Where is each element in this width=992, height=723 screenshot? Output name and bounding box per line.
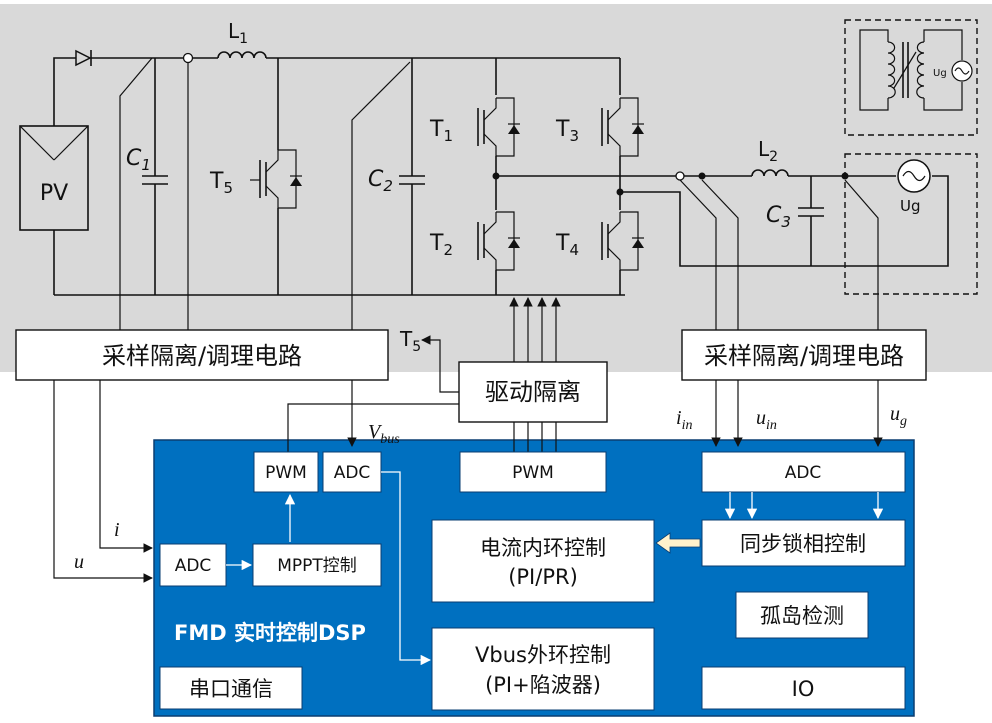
pv-label: PV — [40, 181, 68, 206]
transformer-ug-label: Ug — [933, 68, 947, 79]
switch-t5-symbol — [250, 149, 302, 209]
sampling-block-left — [15, 329, 389, 381]
current-loop-block — [431, 519, 655, 603]
drive-isolation-label: 驱动隔离 — [485, 378, 581, 406]
io-label: IO — [792, 677, 815, 701]
sampling-block-left-label: 采样隔离/调理电路 — [102, 342, 302, 370]
capacitor-c2-label: C2 — [368, 167, 393, 195]
inductor-l2-symbol — [751, 169, 789, 177]
switch-t2-label: T2 — [429, 231, 453, 259]
island-label: 孤岛检测 — [760, 604, 844, 628]
output-measurement-node — [675, 171, 685, 181]
capacitor-c3-label: C3 — [766, 203, 791, 231]
io-block — [701, 666, 906, 710]
pll-to-current-loop-arrow — [655, 532, 701, 554]
inductor-l1-symbol — [217, 51, 267, 59]
switch-t3-label: T3 — [555, 117, 579, 145]
inductor-l2-label: L2 — [758, 137, 778, 165]
transformer-dashed-box — [844, 19, 978, 136]
inductor-l1-label: L1 — [228, 19, 248, 47]
serial-block — [159, 666, 303, 710]
capacitor-c1-label: C1 — [126, 146, 151, 174]
mppt-label: MPPT控制 — [277, 556, 357, 576]
uin-signal-label: uin — [756, 407, 777, 433]
adc-left-label: ADC — [175, 556, 212, 576]
sampling-block-right — [681, 329, 927, 381]
grid-source-label: Ug — [900, 197, 921, 215]
current-loop-label-1: 电流内环控制 — [480, 536, 606, 560]
ug-signal-label: ug — [890, 403, 907, 429]
vbus-loop-label-2: (PI+陷波器) — [485, 673, 601, 697]
pwm-small-label: PWM — [265, 463, 307, 483]
switch-t1-symbol — [477, 97, 520, 157]
grid-dashed-box — [844, 153, 978, 295]
switch-t4-label: T4 — [555, 231, 579, 259]
current-loop-label-2: (PI/PR) — [508, 565, 578, 589]
dsp-title: FMD 实时控制DSP — [174, 621, 366, 645]
transformer-symbol — [859, 29, 973, 111]
vbus-signal-label: Vbus — [368, 421, 400, 447]
sampling-block-right-label: 采样隔离/调理电路 — [704, 342, 904, 370]
measurement-node — [182, 52, 194, 64]
adc-right-block — [701, 451, 906, 493]
pwm-small-block — [253, 451, 319, 493]
current-signal-i: i — [114, 519, 120, 541]
switch-t3-symbol — [601, 97, 644, 157]
switch-t2-symbol — [477, 211, 520, 271]
adc-small-label: ADC — [334, 463, 371, 483]
mppt-block — [252, 543, 382, 587]
switch-t4-symbol — [601, 211, 644, 271]
switch-t5-label: T5 — [209, 169, 233, 197]
vbus-loop-label-1: Vbus外环控制 — [475, 643, 611, 667]
switch-t1-label: T1 — [429, 117, 453, 145]
serial-label: 串口通信 — [189, 677, 273, 701]
voltage-signal-u: u — [74, 551, 84, 573]
adc-right-label: ADC — [785, 463, 822, 483]
island-block — [735, 591, 869, 639]
pwm-center-label: PWM — [512, 463, 554, 483]
iin-signal-label: iin — [676, 407, 692, 433]
pll-block — [701, 519, 906, 567]
t5-gate-output-label: T5 — [399, 327, 421, 355]
pll-label: 同步锁相控制 — [740, 532, 866, 556]
pwm-center-block — [459, 451, 607, 493]
vbus-loop-block — [431, 627, 655, 711]
